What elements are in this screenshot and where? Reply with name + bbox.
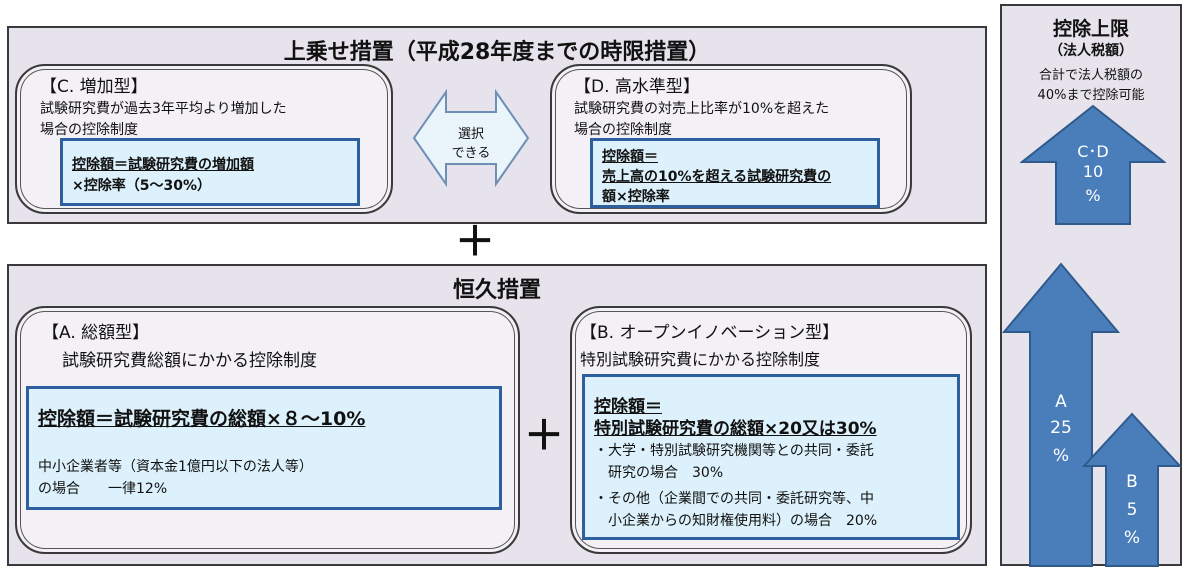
d-desc-line1: 試験研究費の対売上比率が10%を超えた <box>574 101 830 117</box>
d-heading: 【D. 高水準型】 <box>574 77 700 97</box>
d-formula-line3: 額×控除率 <box>602 189 670 205</box>
limit-subtitle: （法人税額） <box>1049 43 1133 59</box>
select-label-line1: 選択 <box>457 127 484 142</box>
d-formula-line1: 控除額＝ <box>602 149 658 165</box>
b-item2-line2: 小企業からの知財権使用料）の場合 20% <box>608 513 878 529</box>
c-desc-line2: 場合の控除制度 <box>40 122 138 138</box>
c-heading: 【C. 増加型】 <box>40 77 148 97</box>
arrow-cd-label2: 10 <box>1082 162 1104 181</box>
d-formula-line2: 売上高の10%を超える試験研究費の <box>602 169 832 185</box>
arrow-a <box>1002 262 1120 567</box>
b-item1-line2: 研究の場合 30% <box>608 465 724 481</box>
c-formula-line1: 控除額＝試験研究費の増加額 <box>72 157 254 173</box>
plus-sign-a-b: ＋ <box>524 413 564 459</box>
upper-title: 上乗せ措置（平成28年度までの時限措置） <box>283 40 711 65</box>
arrow-b-label2: 5 <box>1126 500 1138 520</box>
b-desc: 特別試験研究費にかかる控除制度 <box>580 350 821 369</box>
select-label-line2: できる <box>451 146 491 161</box>
limit-title: 控除上限 <box>1052 18 1129 40</box>
b-formula-line2: 特別試験研究費の総額×20又は30% <box>594 419 877 439</box>
arrow-cd <box>1020 104 1166 225</box>
limit-note-line2: 40%まで控除可能 <box>1037 88 1145 103</box>
arrow-b-label1: B <box>1126 472 1138 492</box>
c-desc-line1: 試験研究費が過去3年平均より増加した <box>40 101 287 117</box>
arrow-a-label3: % <box>1052 446 1070 466</box>
c-formula-line2: ×控除率（5～30%） <box>72 178 211 194</box>
c-formula-box <box>60 138 360 206</box>
permanent-title: 恒久措置 <box>452 278 541 303</box>
plus-sign-between-panels: ＋ <box>455 219 495 265</box>
a-note-line1: 中小企業者等（資本金1億円以下の法人等） <box>38 459 313 475</box>
b-formula-box <box>582 374 960 540</box>
d-formula-box <box>590 138 880 208</box>
a-heading: 【A. 総額型】 <box>42 323 150 343</box>
limit-note-line1: 合計で法人税額の <box>1038 68 1143 83</box>
arrow-b <box>1082 412 1182 567</box>
b-formula-line1: 控除額＝ <box>594 397 662 417</box>
b-heading: 【B. オープンイノベーション型】 <box>580 323 840 343</box>
a-formula: 控除額＝試験研究費の総額×８～10% <box>38 408 366 430</box>
select-double-arrow <box>412 88 530 188</box>
a-note-line2: の場合 一律12% <box>38 481 168 497</box>
a-formula-box <box>26 386 502 510</box>
a-desc: 試験研究費総額にかかる控除制度 <box>62 351 317 371</box>
arrow-a-label1: A <box>1055 392 1067 412</box>
arrow-cd-label1: C･D <box>1077 142 1109 161</box>
arrow-a-label2: 25 <box>1050 418 1072 438</box>
d-desc-line2: 場合の控除制度 <box>574 122 672 138</box>
b-item1-line1: ・大学・特別試験研究機関等との共同・委託 <box>594 443 874 459</box>
arrow-b-label3: % <box>1123 528 1141 548</box>
arrow-cd-label3: % <box>1085 186 1101 205</box>
b-item2-line1: ・その他（企業間での共同・委託研究等、中 <box>594 491 874 507</box>
